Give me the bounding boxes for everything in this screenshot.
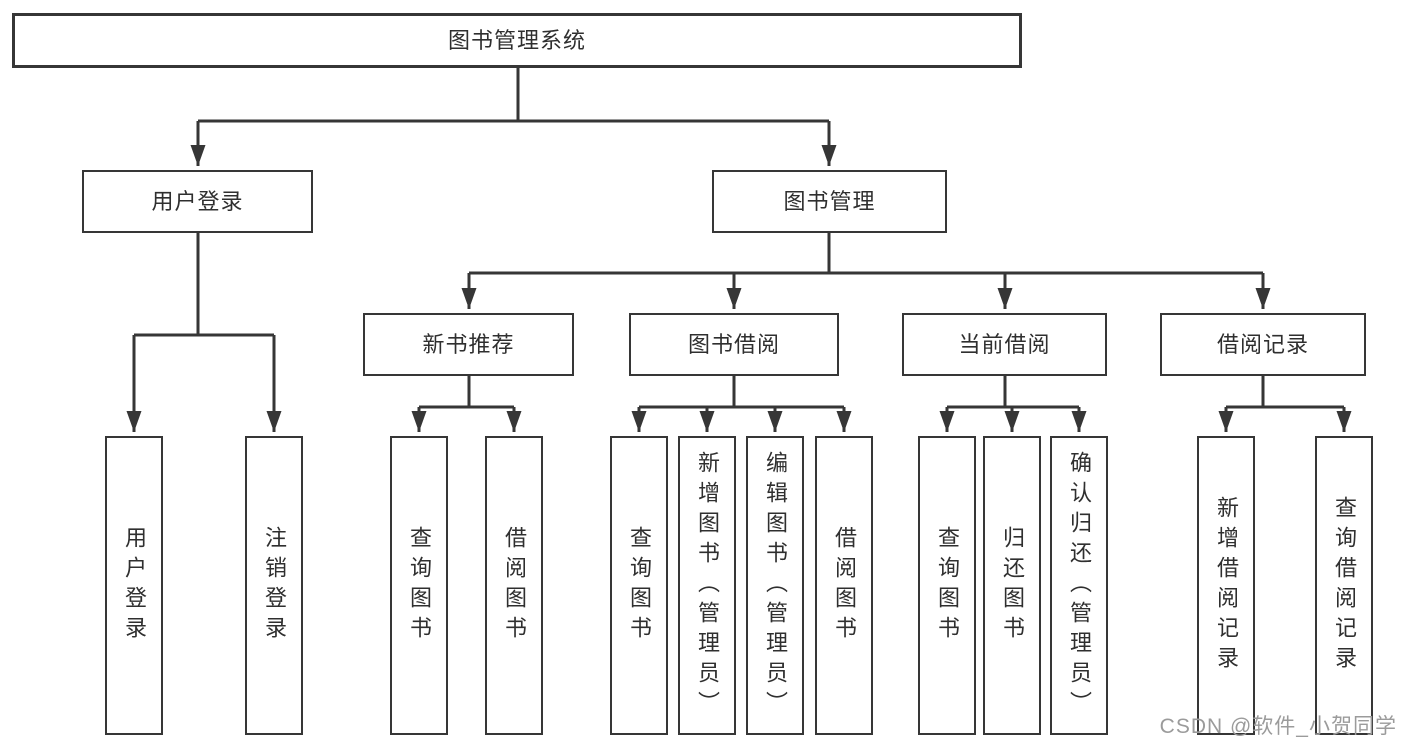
leaf-label: 新增借阅记录 — [1214, 495, 1239, 676]
leaf-borrow-books: 借阅图书 — [815, 436, 873, 735]
leaf-label: 归还图书 — [1000, 525, 1025, 646]
connector-book-management — [461, 233, 1271, 309]
leaf-label: 新增图书（管理员） — [695, 450, 720, 721]
node-book-borrow: 图书借阅 — [629, 313, 839, 376]
connector-book-borrow — [631, 376, 852, 432]
leaf-query-books-current: 查询图书 — [918, 436, 976, 735]
leaf-confirm-return-admin: 确认归还（管理员） — [1050, 436, 1108, 735]
leaf-label: 借阅图书 — [502, 525, 527, 646]
connector-current-borrow — [939, 376, 1087, 432]
connector-borrow-records — [1218, 376, 1352, 432]
leaf-label: 用户登录 — [122, 525, 147, 646]
leaf-add-book-admin: 新增图书（管理员） — [678, 436, 736, 735]
node-book-management: 图书管理 — [712, 170, 947, 233]
leaf-query-books-borrow: 查询图书 — [610, 436, 668, 735]
leaf-query-books-recommend: 查询图书 — [390, 436, 448, 735]
node-current-borrow: 当前借阅 — [902, 313, 1107, 376]
leaf-user-login: 用户登录 — [105, 436, 163, 735]
connector-new-book — [411, 376, 522, 432]
node-new-book-recommend: 新书推荐 — [363, 313, 574, 376]
leaf-label: 借阅图书 — [832, 525, 857, 646]
leaf-label: 编辑图书（管理员） — [763, 450, 788, 721]
leaf-edit-book-admin: 编辑图书（管理员） — [746, 436, 804, 735]
leaf-label: 查询图书 — [935, 525, 960, 646]
leaf-logout: 注销登录 — [245, 436, 303, 735]
node-borrow-records: 借阅记录 — [1160, 313, 1366, 376]
leaf-label: 查询借阅记录 — [1332, 495, 1357, 676]
leaf-label: 注销登录 — [262, 525, 287, 646]
leaf-label: 确认归还（管理员） — [1067, 450, 1092, 721]
node-user-login: 用户登录 — [82, 170, 313, 233]
leaf-query-borrow-record: 查询借阅记录 — [1315, 436, 1373, 735]
leaf-label: 查询图书 — [627, 525, 652, 646]
leaf-return-books: 归还图书 — [983, 436, 1041, 735]
connector-user-login — [126, 233, 282, 432]
leaf-label: 查询图书 — [407, 525, 432, 646]
leaf-borrow-books-recommend: 借阅图书 — [485, 436, 543, 735]
connector-root — [190, 68, 837, 166]
node-library-system: 图书管理系统 — [12, 13, 1022, 68]
leaf-add-borrow-record: 新增借阅记录 — [1197, 436, 1255, 735]
watermark: CSDN @软件_小贺同学 — [1159, 715, 1397, 738]
